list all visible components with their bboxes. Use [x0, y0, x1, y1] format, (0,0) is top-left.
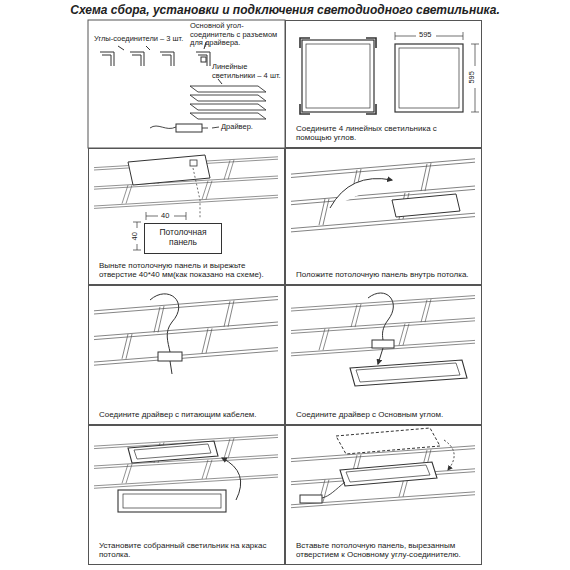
- step-panel: Вставьте потолочную панель, вырезанным о…: [285, 425, 482, 565]
- lamp-frame: [128, 441, 218, 463]
- node-text: Выньте потолочную панель и вырежьте отве…: [99, 261, 276, 280]
- panel-box: Потолочная панель: [144, 223, 222, 254]
- linear-lamp: [190, 113, 266, 119]
- ceiling-grid: [291, 159, 475, 232]
- corner-connector: [300, 38, 376, 114]
- step-panel: Положите потолочную панель внутрь потолк…: [285, 148, 482, 285]
- lamp-frame: [350, 360, 467, 386]
- linear-lamp: [190, 86, 266, 92]
- ceiling-grid: [291, 296, 475, 356]
- step-panel: Соедините 4 линейных светильника с помощ…: [285, 20, 482, 148]
- driver: [372, 340, 394, 348]
- dimension-label: 40: [131, 232, 140, 240]
- node-text: Соедините 4 линейных светильника с помощ…: [296, 124, 473, 143]
- dimension-line: [395, 32, 463, 40]
- assembled-frame: [302, 40, 374, 112]
- cable: [322, 482, 345, 498]
- part-label: 595: [419, 31, 432, 40]
- node-text: Потолочная панель: [151, 227, 215, 247]
- panel-frame: [88, 20, 285, 148]
- power-cable: [150, 294, 179, 352]
- ceiling-grid: [94, 435, 278, 488]
- ceiling-panel: [336, 428, 440, 454]
- linear-lamp: [190, 95, 266, 101]
- corner-connector: [160, 52, 174, 66]
- lamp-frame: [356, 363, 460, 382]
- corner-connector: [100, 52, 114, 66]
- assembled-frame: [399, 48, 459, 108]
- leader-line: [202, 127, 219, 128]
- step-panel: Выньте потолочную панель и вырежьте отве…: [88, 148, 285, 285]
- lamp-frame: [340, 462, 437, 486]
- step-panel: Соедините драйвер с Основным углом.: [285, 285, 482, 425]
- assembled-frame: [306, 44, 370, 108]
- driver: [176, 124, 202, 132]
- main-corner-connector: [196, 52, 210, 66]
- node-text: Вставьте потолочную панель, вырезанным о…: [296, 541, 473, 560]
- node-text: Соедините драйвер с питающим кабелем.: [99, 410, 276, 420]
- node-text: Установите собранный светильник на карка…: [99, 541, 276, 560]
- lamp-frame: [346, 465, 430, 482]
- step-panel: Соедините драйвер с питающим кабелем.: [88, 285, 285, 425]
- linear-lamp: [190, 104, 266, 110]
- lamp-frame: [134, 444, 211, 459]
- cable: [378, 348, 383, 364]
- part-label: Углы-соединители – 3 шт.: [94, 35, 183, 44]
- lamp-frame: [118, 490, 226, 512]
- corner-connector: [130, 52, 144, 66]
- ceiling-panel: [128, 155, 210, 185]
- cutout: [190, 160, 197, 166]
- cable: [170, 361, 172, 374]
- lamp-frame: [123, 494, 221, 508]
- leader-line: [218, 79, 222, 84]
- ceiling-grid: [94, 296, 278, 365]
- assembled-frame: [395, 44, 463, 112]
- leader-line: [193, 168, 200, 218]
- leader-line: [118, 46, 150, 50]
- motion-arrow: [444, 440, 454, 470]
- node-text: Соедините драйвер с Основным углом.: [296, 410, 473, 420]
- driver-socket: [201, 57, 206, 62]
- motion-arrow: [330, 179, 392, 208]
- part-label: Линейные светильники – 4 шт.: [212, 63, 282, 80]
- ceiling-grid: [291, 446, 475, 508]
- node-text: Положите потолочную панель внутрь потолк…: [296, 270, 473, 280]
- part-label: Основной угол-соединитель с разъемом для…: [190, 22, 282, 48]
- driver: [300, 495, 322, 503]
- diagram-title: Схема сбора, установки и подключения све…: [0, 3, 570, 17]
- dimension-label: 595: [468, 71, 477, 84]
- step-panel: Установите собранный светильник на карка…: [88, 425, 285, 565]
- ceiling-panel: [392, 194, 460, 217]
- part-label: 40: [161, 212, 169, 221]
- power-cable: [368, 293, 393, 340]
- driver: [158, 352, 182, 361]
- part-label: Драйвер.: [221, 123, 253, 132]
- cable: [150, 126, 176, 128]
- dimension-line: [146, 212, 186, 220]
